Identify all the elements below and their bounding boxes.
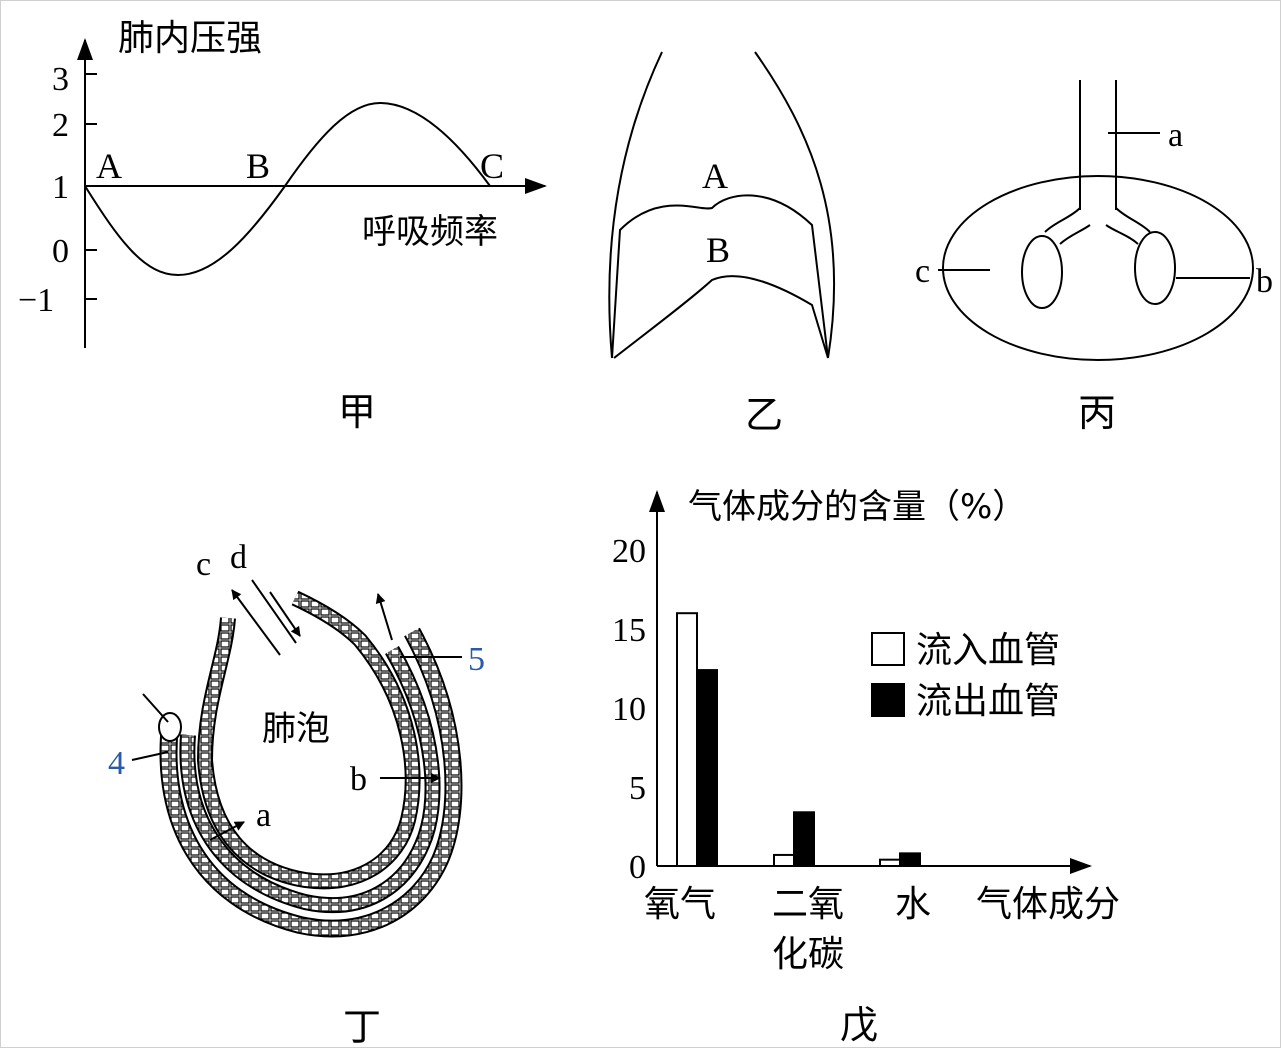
jia-x-label: 呼吸频率: [362, 212, 498, 252]
jia-ytick-0: 0: [52, 233, 69, 270]
wu-ytick-5: 5: [629, 770, 646, 807]
bing-tube: [1079, 80, 1117, 210]
figure-label-bing: 丙: [1078, 391, 1116, 435]
figure-label-ding: 丁: [343, 1005, 381, 1048]
legend-swatch-outflow: [871, 683, 905, 717]
wu-ytick-15: 15: [612, 612, 646, 649]
ding-center-label: 肺泡: [262, 709, 330, 749]
wu-y-label: 气体成分的含量（%）: [688, 487, 1026, 527]
wu-ytick-10: 10: [612, 691, 646, 728]
wu-x-label: 气体成分: [976, 884, 1120, 925]
bar-二氧化碳-流入血管: [773, 853, 795, 868]
bar-水-流出血管: [899, 852, 921, 867]
bar-氧气-流出血管: [696, 669, 718, 868]
bar-水-流入血管: [879, 858, 901, 867]
legend-label-outflow: 流出血管: [916, 681, 1060, 722]
jia-pressure-curve: [84, 101, 491, 277]
bing-label-a: a: [1168, 117, 1183, 154]
yi-label-A: A: [702, 156, 728, 196]
bing-balloon-right: [1134, 231, 1176, 305]
panel-ding: c d 5 4 a b 肺泡: [108, 539, 485, 938]
wu-category-label: 化碳: [772, 934, 844, 975]
bing-balloon-left: [1021, 235, 1063, 309]
jia-point-A: A: [96, 146, 122, 186]
wu-category-label: 二氧: [772, 884, 844, 925]
ding-label-5: 5: [468, 641, 485, 678]
bar-二氧化碳-流出血管: [793, 811, 815, 868]
ding-label-4: 4: [108, 745, 125, 782]
bing-label-c: c: [915, 253, 930, 290]
yi-thorax-wall: [608, 51, 836, 359]
jia-ytick-2: 2: [52, 107, 69, 144]
jia-ytick-1: 1: [52, 169, 69, 206]
bing-label-b: b: [1256, 263, 1273, 300]
bing-branches: [1044, 207, 1151, 245]
jia-point-B: B: [246, 146, 270, 186]
panel-yi: A B: [608, 51, 836, 359]
figure-label-wu: 戊: [840, 1003, 878, 1047]
panel-jia: 肺内压强 呼吸频率 3 2 1 0 −1 A B C 甲: [18, 18, 547, 434]
ding-label-a: a: [256, 797, 271, 834]
legend-swatch-inflow: [871, 632, 905, 666]
jia-ytick-3: 3: [52, 61, 69, 98]
jia-point-C: C: [480, 146, 504, 186]
jia-y-label: 肺内压强: [118, 18, 262, 59]
bing-jar: [942, 175, 1254, 361]
legend-label-inflow: 流入血管: [916, 630, 1060, 671]
yi-diaphragm-B: [613, 275, 829, 359]
panel-bing: a b c: [915, 80, 1273, 361]
figure-label-jia: 甲: [338, 390, 376, 434]
wu-ytick-0: 0: [629, 849, 646, 886]
ding-label-d: d: [230, 539, 247, 576]
wu-category-label: 氧气: [644, 884, 716, 925]
wu-category-label: 水: [895, 884, 931, 925]
ding-label-c: c: [196, 546, 211, 583]
wu-ytick-20: 20: [612, 533, 646, 570]
bar-氧气-流入血管: [676, 612, 698, 868]
figure-label-yi: 乙: [745, 393, 783, 437]
yi-label-B: B: [706, 230, 730, 270]
yi-diaphragm-A: [611, 194, 829, 359]
ding-label-b: b: [350, 761, 367, 798]
jia-ytick-neg1: −1: [18, 282, 54, 319]
